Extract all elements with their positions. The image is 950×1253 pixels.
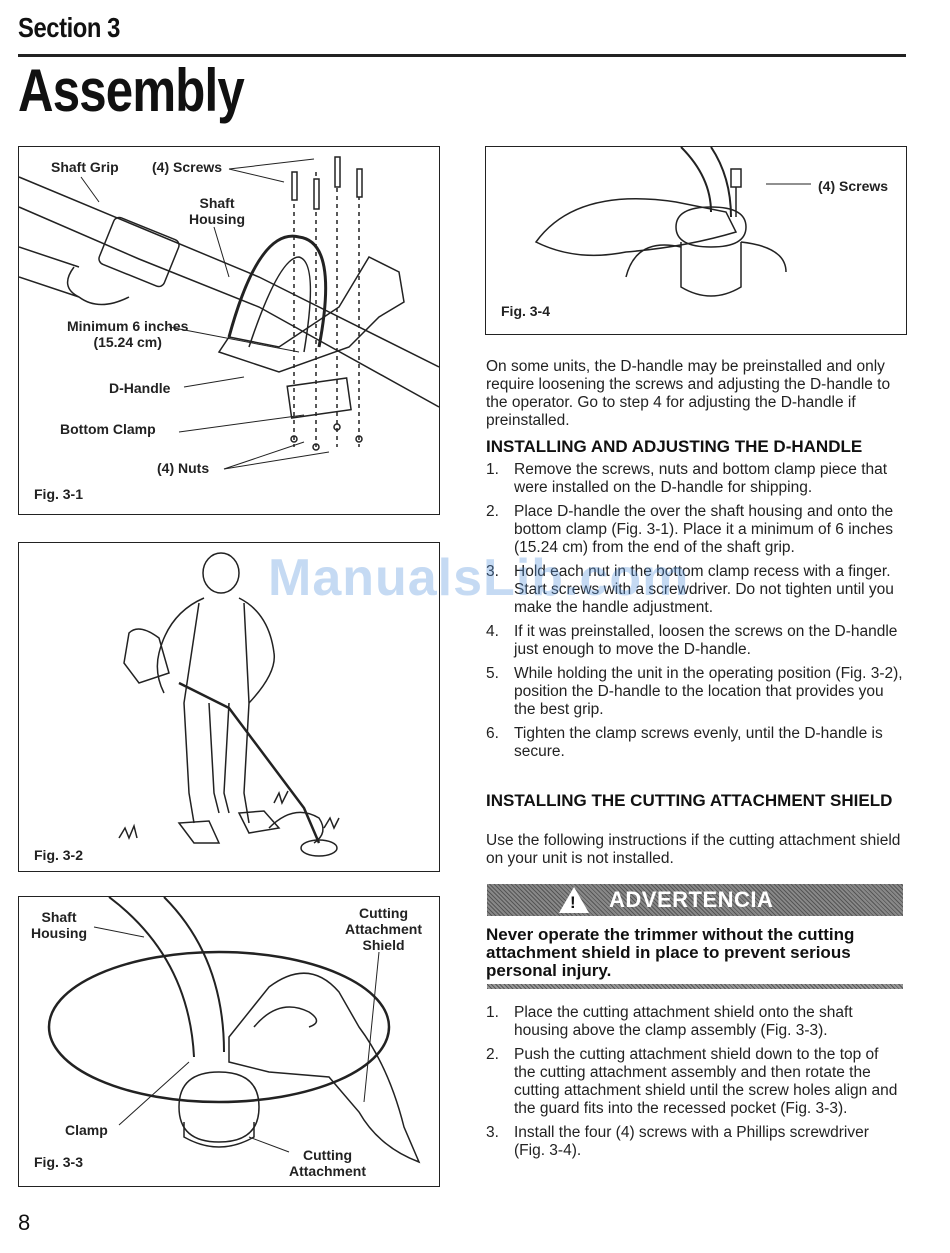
list-item: 3. Install the four (4) screws with a Phi… <box>486 1124 904 1160</box>
step-number: 2. <box>486 503 499 520</box>
shield-intro: Use the following instructions if the cu… <box>486 832 901 867</box>
dhandle-assembly-illustration <box>19 156 439 470</box>
fig34-screws-label: (4) Screws <box>818 178 889 194</box>
fig33-shaft-line-1: Shaft <box>41 909 77 925</box>
section-label: Section 3 <box>18 12 120 43</box>
shield-heading: INSTALLING THE CUTTING ATTACHMENT SHIELD <box>486 791 893 810</box>
step-text: Remove the screws, nuts and bottom clamp… <box>514 461 888 496</box>
dhandle-label: D-Handle <box>109 380 171 396</box>
shaft-housing-line-1: Shaft <box>199 195 235 211</box>
step-text: Hold each nut in the bottom clamp recess… <box>514 563 894 616</box>
list-item: 5. While holding the unit in the operatin… <box>486 665 904 719</box>
figure-3-2: Fig. 3-2 <box>18 542 440 872</box>
warning-triangle-icon <box>559 887 589 913</box>
dhandle-steps: 1. Remove the screws, nuts and bottom cla… <box>486 461 904 767</box>
step-number: 3. <box>486 563 499 580</box>
screws-label: (4) Screws <box>152 159 223 175</box>
step-number: 6. <box>486 725 499 742</box>
step-number: 1. <box>486 1004 499 1021</box>
warning-bottom-bar <box>487 984 903 989</box>
figure-3-4: (4) Screws Fig. 3-4 <box>485 146 907 335</box>
step-number: 3. <box>486 1124 499 1141</box>
list-item: 4. If it was preinstalled, loosen the scr… <box>486 623 904 659</box>
list-item: 1. Place the cutting attachment shield on… <box>486 1004 904 1040</box>
cas-line-3: Shield <box>362 937 405 953</box>
list-item: 6. Tighten the clamp screws evenly, until… <box>486 725 904 761</box>
figure-3-2-caption: Fig. 3-2 <box>34 847 84 863</box>
figure-3-3-caption: Fig. 3-3 <box>34 1154 84 1170</box>
minimum-distance-label: Minimum 6 inches (15.24 cm) <box>67 318 188 350</box>
list-item: 3. Hold each nut in the bottom clamp rece… <box>486 563 904 617</box>
list-item: 2. Place D-handle the over the shaft hous… <box>486 503 904 557</box>
exclamation-icon: ! <box>570 893 576 912</box>
figure-3-3: Shaft Housing Cutting Attachment Shield … <box>18 896 440 1187</box>
step-text: Place D-handle the over the shaft housin… <box>514 503 894 556</box>
figure-3-1-caption: Fig. 3-1 <box>34 486 84 502</box>
intro-paragraph: On some units, the D-handle may be prein… <box>486 358 891 429</box>
warning-text: Never operate the trimmer without the cu… <box>486 925 855 980</box>
page-number: 8 <box>18 1210 31 1235</box>
clamp-label: Clamp <box>65 1122 108 1138</box>
step-text: Push the cutting attachment shield down … <box>514 1046 898 1117</box>
cutting-attachment-label: Cutting Attachment <box>289 1147 366 1179</box>
step-number: 5. <box>486 665 499 682</box>
step-text: While holding the unit in the operating … <box>514 665 903 718</box>
list-item: 2. Push the cutting attachment shield dow… <box>486 1046 904 1118</box>
watermark: ManualsLib.com <box>268 549 690 607</box>
step-number: 2. <box>486 1046 499 1063</box>
screws-installation-illustration <box>534 147 811 297</box>
figure-3-4-caption: Fig. 3-4 <box>501 303 551 319</box>
warning-banner: ! ADVERTENCIA <box>487 884 903 916</box>
figure-3-1: Shaft Grip (4) Screws Shaft Housing Mini… <box>18 146 440 515</box>
list-item: 1. Remove the screws, nuts and bottom cla… <box>486 461 904 497</box>
step-number: 1. <box>486 461 499 478</box>
step-number: 4. <box>486 623 499 640</box>
cas-line-2: Attachment <box>345 921 423 937</box>
step-text: If it was preinstalled, loosen the screw… <box>514 623 898 658</box>
minimum-distance-line-2: (15.24 cm) <box>93 334 162 350</box>
dhandle-heading: INSTALLING AND ADJUSTING THE D-HANDLE <box>486 437 863 456</box>
step-text: Install the four (4) screws with a Phill… <box>514 1124 869 1159</box>
shaft-housing-line-2: Housing <box>189 211 245 227</box>
page-title: Assembly <box>18 57 245 124</box>
step-text: Place the cutting attachment shield onto… <box>514 1004 853 1039</box>
shaft-grip-label: Shaft Grip <box>51 159 119 175</box>
minimum-distance-line-1: Minimum 6 inches <box>67 318 189 334</box>
cutting-attachment-shield-label: Cutting Attachment Shield <box>345 905 422 953</box>
ca-line-2: Attachment <box>289 1163 367 1179</box>
warning-label: ADVERTENCIA <box>609 887 774 912</box>
fig33-shaft-line-2: Housing <box>31 925 87 941</box>
cas-line-1: Cutting <box>359 905 408 921</box>
bottom-clamp-label: Bottom Clamp <box>60 421 156 437</box>
shaft-housing-label: Shaft Housing <box>189 195 245 227</box>
shield-steps: 1. Place the cutting attachment shield on… <box>486 1004 904 1166</box>
fig33-shaft-housing-label: Shaft Housing <box>31 909 87 941</box>
ca-line-1: Cutting <box>303 1147 352 1163</box>
header-rule <box>18 54 906 57</box>
shield-installation-illustration <box>47 897 421 1164</box>
nuts-label: (4) Nuts <box>157 460 210 476</box>
step-text: Tighten the clamp screws evenly, until t… <box>514 725 883 760</box>
operator-illustration <box>118 552 340 857</box>
